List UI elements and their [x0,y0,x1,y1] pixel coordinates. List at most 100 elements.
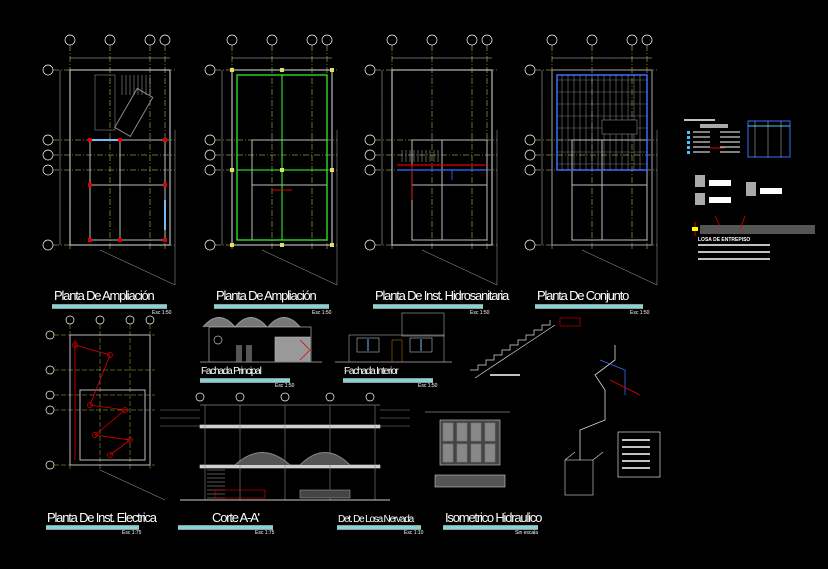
grid-dot [264,388,266,390]
grid-dot [96,59,98,61]
grid-dot [500,306,502,308]
grid-dot [638,347,640,349]
grid-dot [102,313,104,315]
foundation [214,489,266,499]
grid-dot [244,330,246,332]
plan1-scale: Esc 1:50 [152,310,172,316]
axis-bubble-icon [481,34,493,46]
grid-dot [560,158,562,160]
grid-dot [213,460,215,462]
grid-dot [656,475,658,477]
stair-profile [470,320,551,371]
leader-line [739,215,746,231]
column [118,238,122,242]
plan2-title-underline [214,304,329,309]
column [163,138,167,142]
grid-dot [653,531,655,533]
grid-dot [684,269,686,271]
grid-dot [598,273,600,275]
dome-roof [267,317,301,328]
grid-dot [290,221,292,223]
grid-dot [580,150,582,152]
grid-dot [397,158,399,160]
grid-dot [535,96,537,98]
axis-bubble-icon [641,34,653,46]
axis-bubble-icon [466,34,478,46]
column [230,168,234,172]
grid-dot [385,6,387,8]
grid-dot [529,406,531,408]
grid-dot [733,58,735,60]
column [230,243,234,247]
grid-dot [719,291,721,293]
grid-dot [74,497,76,499]
grid-dot [340,247,342,249]
slab-title: Det. De Losa Nervada [338,514,414,525]
grid-dot [768,9,770,11]
axis-bubble-icon [524,64,536,76]
plan4-title: Planta De Conjunto [537,288,629,303]
grid-dot [196,348,198,350]
grid-dot [761,348,763,350]
grid-dot [11,329,13,331]
axis-bubble-icon [204,64,216,76]
grid-dot [815,462,817,464]
grid-dot [718,161,720,163]
axis-bubble-icon [104,34,116,46]
grid-dot [98,197,100,199]
grid-dot [425,492,427,494]
grid-dot [42,46,44,48]
slab-cross-section [700,225,815,234]
exterior-wall [551,69,653,246]
axis-bubble-icon [586,34,598,46]
grid-dot [18,475,20,477]
grid-dot [417,521,419,523]
grid-dot [379,484,381,486]
grid-dot [490,38,492,40]
axis-bubble-icon [65,315,75,325]
grid-dot [355,409,357,411]
grid-dot [127,520,129,522]
circuit-line [94,409,126,436]
grid-dot [171,79,173,81]
grid-dot [511,266,513,268]
grid-dot [476,201,478,203]
grid-dot [293,283,295,285]
grid-dot [735,5,737,7]
grid-dot [806,425,808,427]
grid-dot [667,221,669,223]
grid-dot [542,243,544,245]
grid-dot [120,260,122,262]
isometric-scale: Sin escala [515,530,539,536]
grid-dot [87,431,89,433]
column [88,238,92,242]
grid-dot [826,557,828,559]
round-window-icon [213,335,223,345]
grid-dot [26,374,28,376]
grid-dot [108,346,110,348]
grid-dot [614,398,616,400]
property-line [261,249,338,286]
floor-plan-amp2 [204,34,338,286]
grid-dot [660,60,662,62]
grid-dot [702,264,704,266]
axis-bubble-icon [204,134,216,146]
grid-dot [521,560,523,562]
axis-bubble-icon [125,315,135,325]
grid-dot [681,163,683,165]
grid-dot [629,26,631,28]
grid-dot [265,257,267,259]
grid-dot [92,419,94,421]
grid-dot [296,432,298,434]
grid-dot [538,356,540,358]
grid-dot [144,220,146,222]
grid-dot [625,200,627,202]
grid-dot [605,418,607,420]
grid-dot [366,191,368,193]
house-outline [89,139,166,241]
floor-plan-amp1 [42,34,176,286]
grid-dot [822,94,824,96]
grid-dot [60,398,62,400]
lower-volume [348,334,445,363]
grid-dot [36,347,38,349]
